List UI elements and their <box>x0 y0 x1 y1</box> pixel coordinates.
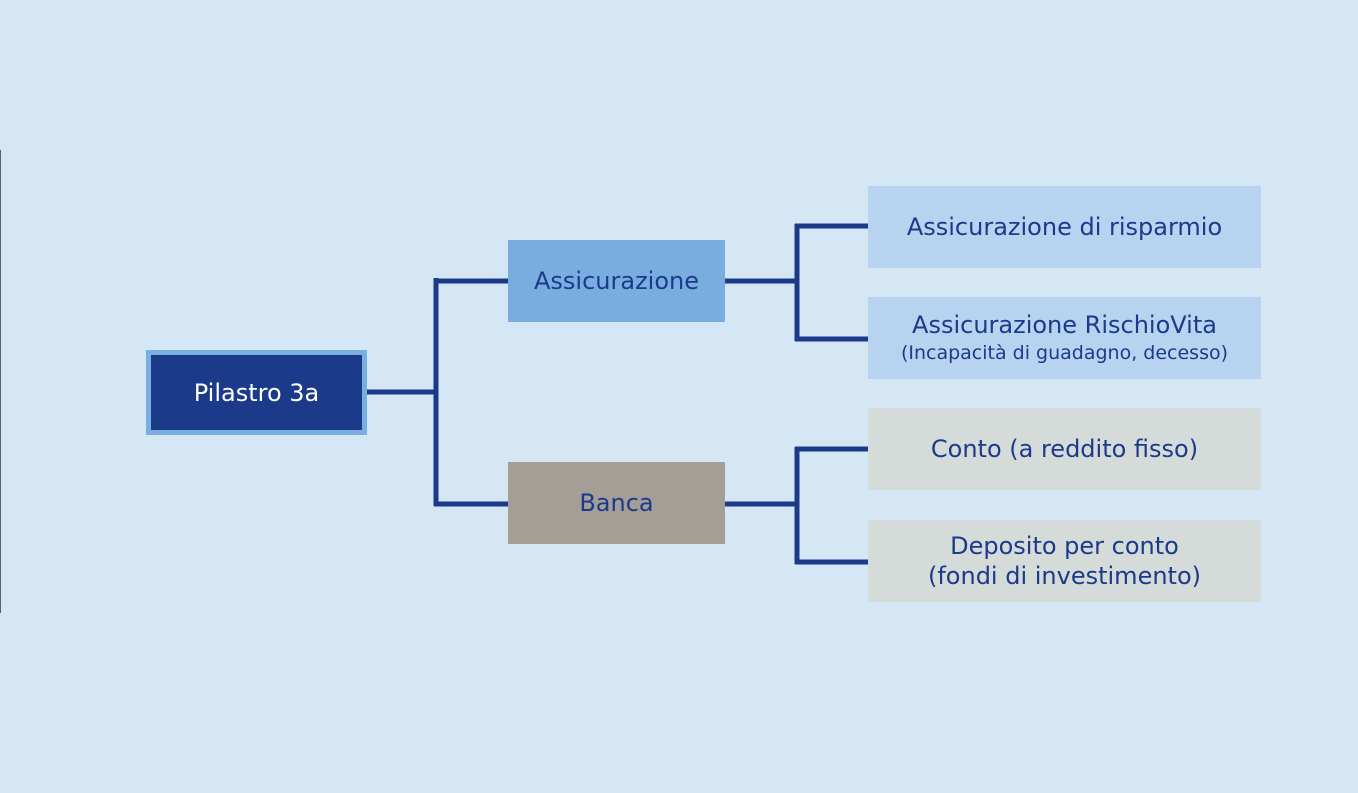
bank-node: Banca <box>508 462 725 544</box>
insurance-node: Assicurazione <box>508 240 725 322</box>
fixed-income-account-label: Conto (a reddito fisso) <box>930 435 1199 463</box>
risk-insurance-sublabel: (Incapacità di guadagno, decesso) <box>900 341 1229 364</box>
root-label: Pilastro 3a <box>193 378 320 407</box>
fixed-income-account-node: Conto (a reddito fisso) <box>868 408 1261 490</box>
bank-label: Banca <box>579 489 654 517</box>
savings-insurance-label: Assicurazione di risparmio <box>906 213 1223 241</box>
investment-deposit-sublabel: (fondi di investimento) <box>927 562 1201 590</box>
root-node: Pilastro 3a <box>146 350 367 435</box>
risk-insurance-node: Assicurazione RischioVita (Incapacità di… <box>868 297 1261 379</box>
savings-insurance-node: Assicurazione di risparmio <box>868 186 1261 268</box>
investment-deposit-node: Deposito per conto (fondi di investiment… <box>868 520 1261 602</box>
left-edge-rule <box>0 150 1 613</box>
risk-insurance-label: Assicurazione RischioVita <box>912 310 1217 339</box>
investment-deposit-label: Deposito per conto <box>950 532 1179 560</box>
insurance-label: Assicurazione <box>534 267 699 295</box>
